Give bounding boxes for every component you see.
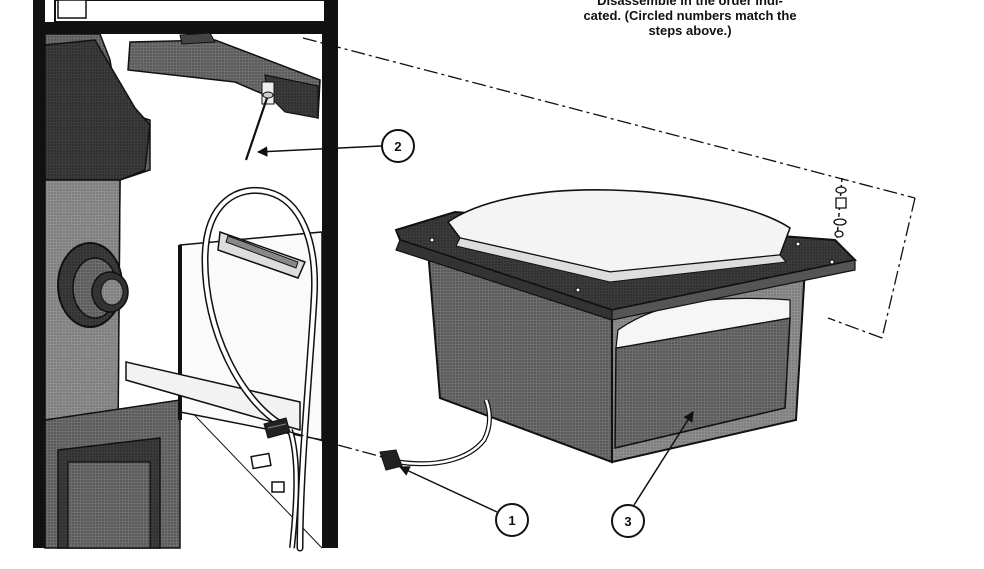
- wire-harness-connector: [379, 399, 492, 471]
- callout-label-1: 1: [508, 513, 515, 528]
- callout-label-2: 2: [394, 139, 401, 154]
- mounting-screw: [244, 91, 274, 161]
- callout-3: 3: [611, 411, 694, 538]
- instruction-line-3: steps above.): [648, 23, 732, 38]
- instruction-line-1: Disassemble in the order indi-: [597, 0, 783, 8]
- hardware-stack: [833, 177, 847, 251]
- cabinet: [33, 0, 338, 552]
- instruction-line-2: cated. (Circled numbers match the: [583, 8, 797, 23]
- instruction-caption: Disassemble in the order indi- cated. (C…: [520, 0, 860, 38]
- callout-label-3: 3: [624, 514, 631, 529]
- mounting-bracket: [127, 32, 321, 120]
- alignment-lines: [289, 37, 916, 459]
- instruction-line-1-clipped: Disassemble in the order indi-: [520, 0, 860, 8]
- speaker-grille-assembly: [394, 188, 858, 464]
- cabinet-connector: [263, 417, 291, 439]
- callout-1: 1: [399, 466, 529, 537]
- speaker-icon: [57, 242, 129, 328]
- callout-2: 2: [256, 129, 415, 163]
